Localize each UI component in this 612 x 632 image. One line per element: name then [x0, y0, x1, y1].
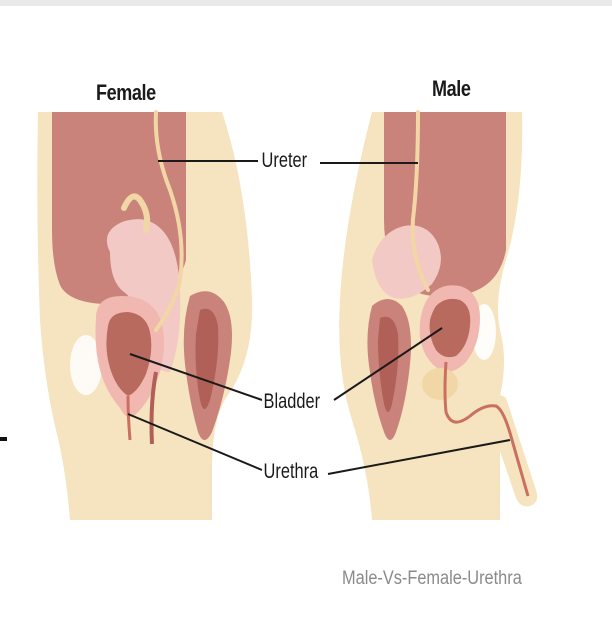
bladder-label: Bladder	[262, 390, 322, 414]
female-title: Female	[96, 80, 156, 106]
male-prostate	[422, 368, 458, 400]
urethra-label: Urethra	[262, 460, 320, 484]
ureter-label: Ureter	[260, 149, 309, 173]
male-figure	[339, 112, 537, 520]
male-title: Male	[432, 76, 470, 102]
caption: Male-Vs-Female-Urethra	[342, 568, 522, 590]
female-figure	[37, 112, 252, 520]
